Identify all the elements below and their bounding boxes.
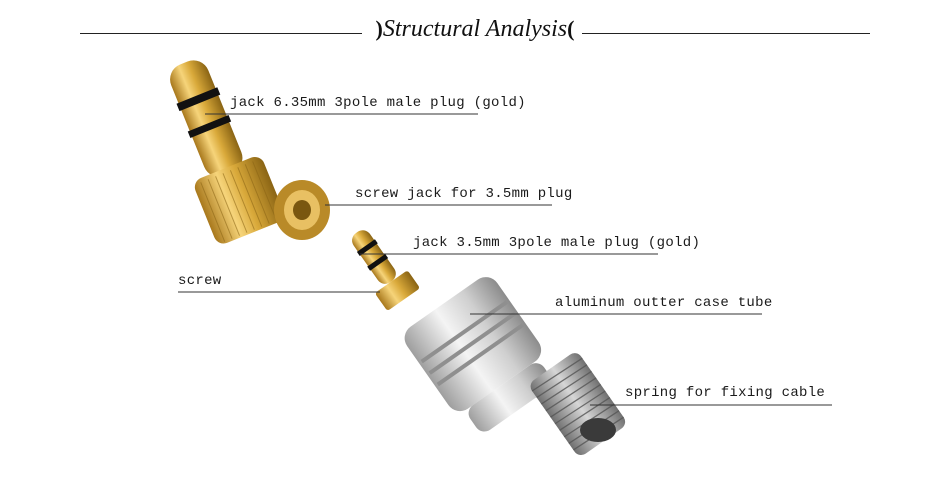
label-plug-635: jack 6.35mm 3pole male plug (gold) — [230, 95, 526, 111]
title-left-mark: ) — [375, 16, 383, 41]
aluminum-case-tube — [404, 277, 552, 432]
gold-35-plug — [352, 230, 419, 310]
page-title: )Structural Analysis( — [0, 16, 950, 43]
leader-lines — [178, 113, 832, 406]
label-screw-jack: screw jack for 3.5mm plug — [355, 186, 573, 202]
gold-635-plug — [170, 60, 330, 244]
cable-spring — [530, 353, 626, 456]
label-spring: spring for fixing cable — [625, 385, 826, 401]
label-plug-35: jack 3.5mm 3pole male plug (gold) — [413, 235, 701, 251]
title-row: )Structural Analysis( — [0, 0, 950, 70]
label-screw: screw — [178, 273, 222, 289]
title-right-mark: ( — [567, 16, 575, 41]
label-aluminum-tube: aluminum outter case tube — [555, 295, 773, 311]
title-divider-left — [80, 33, 362, 34]
title-divider-right — [582, 33, 870, 34]
title-text: Structural Analysis — [382, 16, 568, 42]
